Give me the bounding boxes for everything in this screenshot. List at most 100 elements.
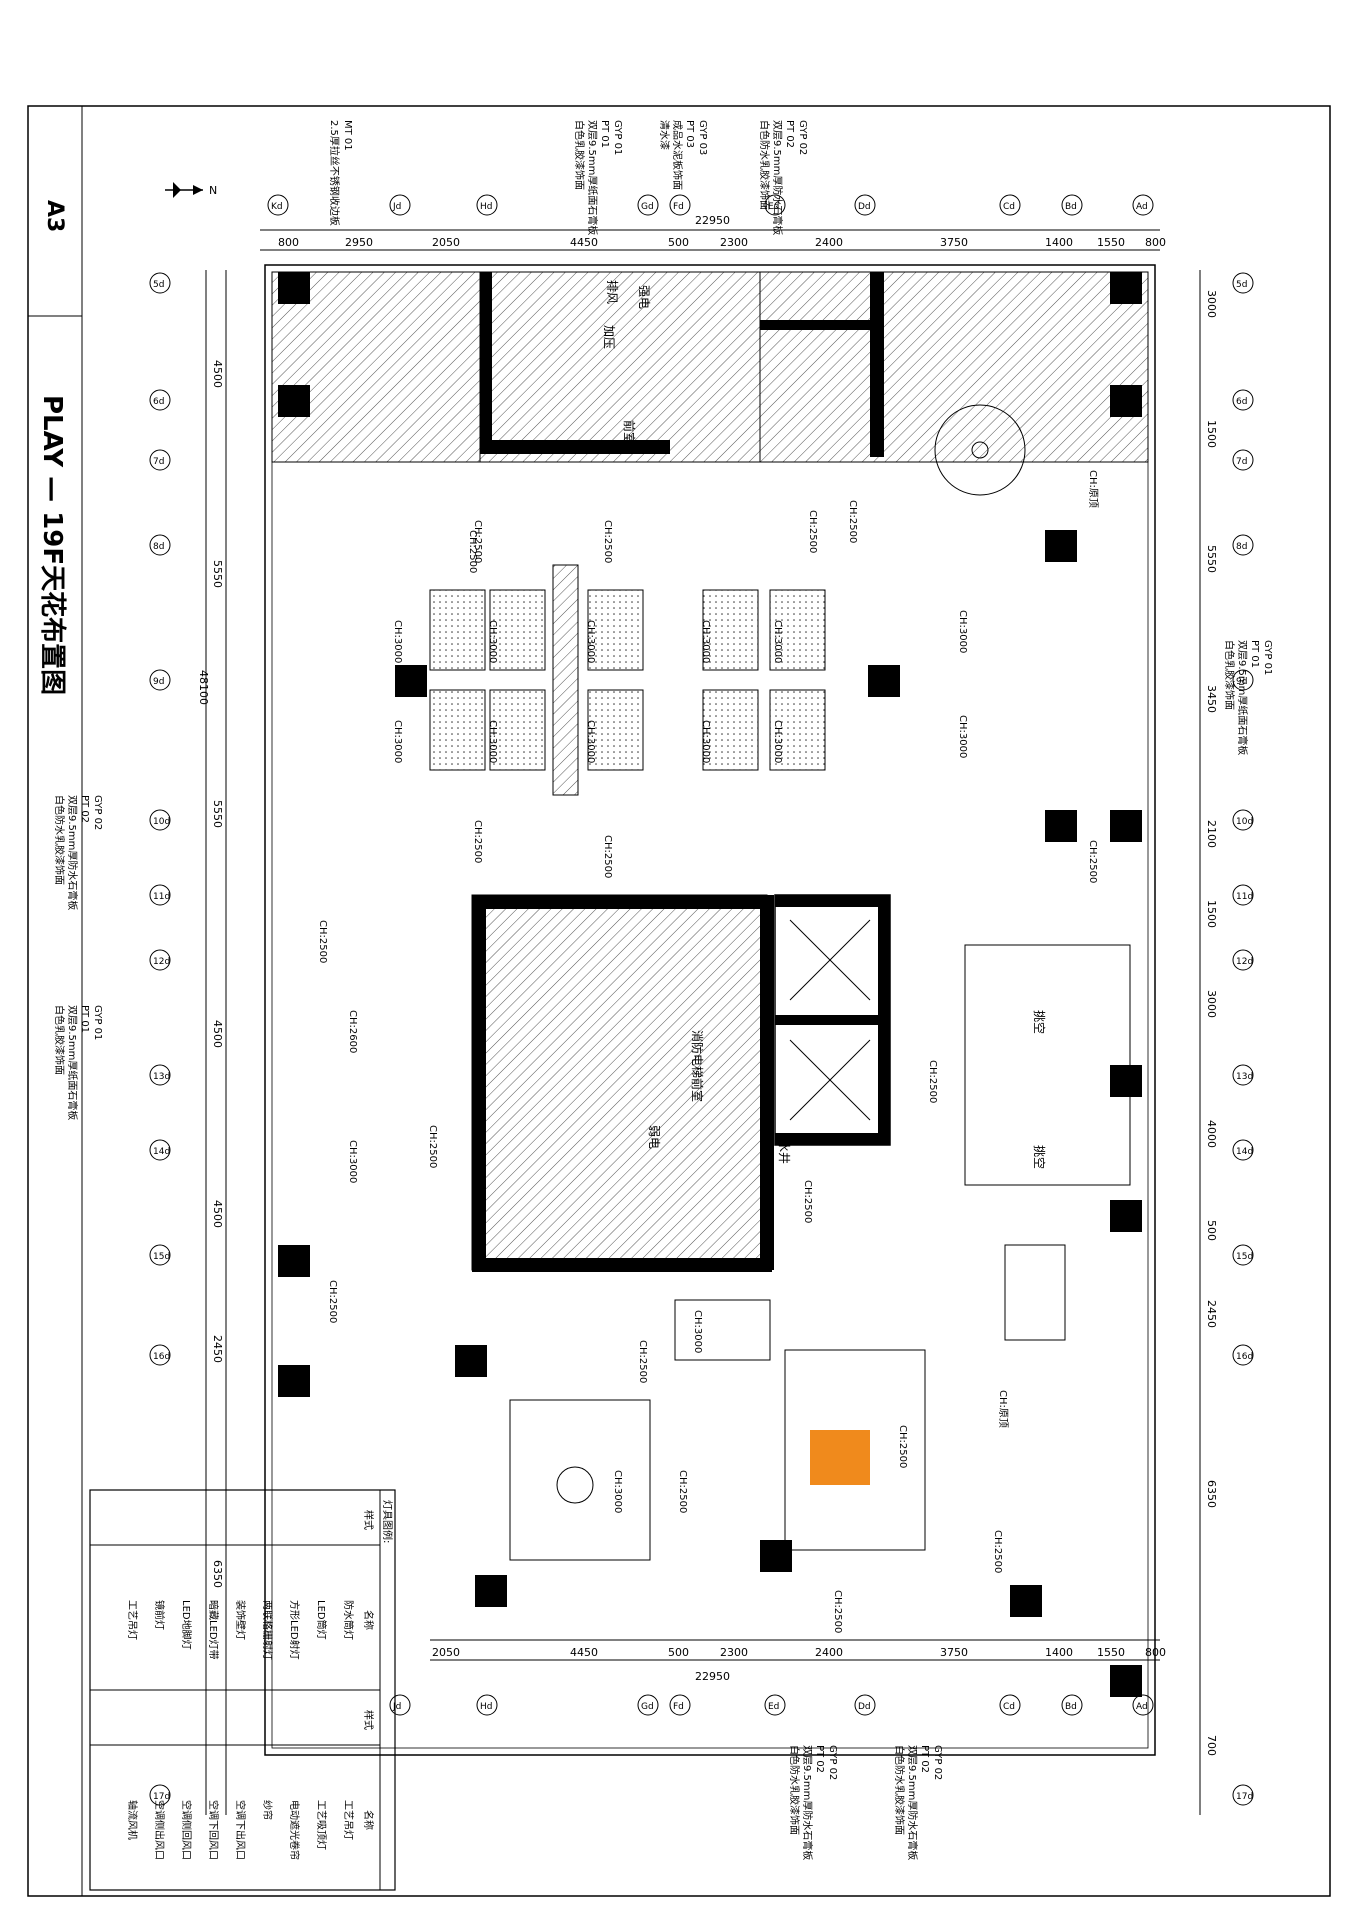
dims-left-total: 48100: [197, 670, 210, 705]
legend-right-7: 空调侧出风口: [153, 1800, 166, 1860]
grid-right-8d: 8d: [1232, 534, 1254, 556]
svg-text:12d: 12d: [153, 957, 170, 967]
grid-bottom-Hd: Hd: [476, 1694, 498, 1716]
dim-bottom-6: 1400: [1045, 1646, 1073, 1659]
svg-text:Hd: Hd: [480, 1702, 492, 1712]
ch-tag-0: CH:2500: [467, 530, 478, 573]
svg-text:14d: 14d: [153, 1147, 170, 1157]
dim-left-0: 4500: [211, 360, 224, 388]
dim-left-5: 2450: [211, 1335, 224, 1363]
svg-text:PT 01: PT 01: [1249, 640, 1260, 668]
ceiling-panel-4-1: [769, 689, 826, 771]
svg-text:GYP 02: GYP 02: [827, 1745, 838, 1780]
svg-text:PT 03: PT 03: [684, 120, 695, 148]
note-gyp02-top: GYP 02 PT 02 双层9.5mm厚防水石膏板 白色防水乳胶漆饰面: [758, 120, 808, 235]
svg-text:白色防水乳胶漆饰面: 白色防水乳胶漆饰面: [758, 120, 771, 210]
svg-text:8d: 8d: [153, 542, 164, 552]
ch-tag-22: CH:2500: [327, 1280, 338, 1323]
svg-text:PT 02: PT 02: [814, 1745, 825, 1773]
grid-right-11d: 11d: [1232, 884, 1254, 906]
ch-tag-5: CH:3000: [585, 620, 596, 663]
column-16: [1010, 1585, 1042, 1617]
svg-text:Hd: Hd: [480, 202, 492, 212]
grid-left-8d: 8d: [149, 534, 171, 556]
grid-bottom-Ed: Ed: [764, 1694, 786, 1716]
legend-right-6: 空调侧回风口: [180, 1800, 193, 1860]
grid-bottom-Fd: Fd: [669, 1694, 691, 1716]
grid-right-17d: 17d: [1232, 1784, 1254, 1806]
svg-text:Bd: Bd: [1065, 1702, 1077, 1712]
dim-bottom-7: 1550: [1097, 1646, 1125, 1659]
column-5: [868, 665, 900, 697]
column-17: [1110, 1665, 1142, 1697]
dim-top-2: 2050: [432, 236, 460, 249]
ch-tag-17: CH:2500: [847, 500, 858, 543]
grid-bottom-Bd: Bd: [1061, 1694, 1083, 1716]
svg-text:11d: 11d: [153, 892, 170, 902]
dims-top-total: 22950: [695, 214, 730, 227]
svg-text:17d: 17d: [1236, 1792, 1253, 1802]
legend-right-1: 工艺吸顶灯: [315, 1800, 327, 1850]
note-gyp03-top: GYP 03 PT 03 成品水泥板饰面 清水漆: [658, 120, 708, 190]
grid-right-6d: 6d: [1232, 389, 1254, 411]
svg-text:14d: 14d: [1236, 1147, 1253, 1157]
svg-text:GYP 02: GYP 02: [797, 120, 808, 155]
ch-tag-7: CH:3000: [700, 620, 711, 663]
svg-text:PT 01: PT 01: [79, 1005, 90, 1033]
ch-tag-32: CH:2500: [427, 1125, 438, 1168]
svg-text:10d: 10d: [153, 817, 170, 827]
svg-text:双层9.5mm厚纸面石膏板: 双层9.5mm厚纸面石膏板: [586, 120, 599, 235]
room-strong-elec: 强电: [637, 285, 651, 309]
legend-left-6: LED地脚灯: [180, 1600, 193, 1650]
svg-text:6d: 6d: [153, 397, 164, 407]
sheet-size: A3: [42, 200, 67, 232]
dims-bottom-total: 22950: [695, 1670, 730, 1683]
svg-text:GYP 01: GYP 01: [612, 120, 623, 155]
grid-top-Jd: Jd: [389, 194, 411, 216]
lighting-legend: 灯具图例: 样式 名称 样式 名称 防水筒灯LED筒灯方形LED射灯两联格栅射灯…: [89, 1489, 396, 1891]
ceiling-panel-0-0: [429, 589, 486, 671]
svg-text:Fd: Fd: [673, 202, 684, 212]
column-10: [1110, 1200, 1142, 1232]
svg-text:Ed: Ed: [768, 202, 779, 212]
note-mt01: MT 01 2.5厚拉丝不锈钢收边板: [328, 120, 353, 226]
legend-left-3: 两联格栅射灯: [261, 1600, 274, 1660]
dim-bottom-1: 4450: [570, 1646, 598, 1659]
grid-top-Dd: Dd: [854, 194, 876, 216]
ch-tag-10: CH:3000: [772, 720, 783, 763]
dim-top-6: 2400: [815, 236, 843, 249]
svg-text:Dd: Dd: [858, 1702, 871, 1712]
grid-left-5d: 5d: [149, 272, 171, 294]
grid-top-Ed: Ed: [764, 194, 786, 216]
ch-tag-3: CH:3000: [487, 620, 498, 663]
svg-text:Bd: Bd: [1065, 202, 1077, 212]
legend-col-name-2: 名称: [362, 1810, 375, 1830]
ceiling-panel-grid: [429, 589, 826, 771]
svg-text:双层9.5mm厚纸面石膏板: 双层9.5mm厚纸面石膏板: [66, 1005, 79, 1120]
north-arrow-icon: N: [165, 182, 217, 198]
grid-left-13d: 13d: [149, 1064, 171, 1086]
note-gyp02-bottom: GYP 02 PT 02 双层9.5mm厚防水石膏板 白色防水乳胶漆饰面: [788, 1745, 838, 1860]
sheet-title: PLAY — 19F天花布置图: [37, 395, 67, 695]
ceiling-panel-1-1: [489, 689, 546, 771]
svg-text:GYP 03: GYP 03: [697, 120, 708, 155]
dim-top-5: 2300: [720, 236, 748, 249]
grid-top-Fd: Fd: [669, 194, 691, 216]
ch-tag-30: CH:原顶: [1087, 470, 1099, 508]
ch-tag-26: CH:2500: [677, 1470, 688, 1513]
svg-text:Dd: Dd: [858, 202, 871, 212]
svg-text:白色乳胶漆饰面: 白色乳胶漆饰面: [1223, 640, 1236, 710]
svg-text:2.5厚拉丝不锈钢收边板: 2.5厚拉丝不锈钢收边板: [328, 120, 341, 226]
ch-tag-24: CH:2500: [637, 1340, 648, 1383]
grid-right-15d: 15d: [1232, 1244, 1254, 1266]
dim-left-1: 5550: [211, 560, 224, 588]
sheet-border: [27, 105, 1331, 1897]
legend-right-5: 空调下回风口: [207, 1800, 220, 1860]
svg-text:PT 02: PT 02: [79, 795, 90, 823]
svg-text:16d: 16d: [153, 1352, 170, 1362]
room-smoke: 排风: [605, 280, 619, 304]
